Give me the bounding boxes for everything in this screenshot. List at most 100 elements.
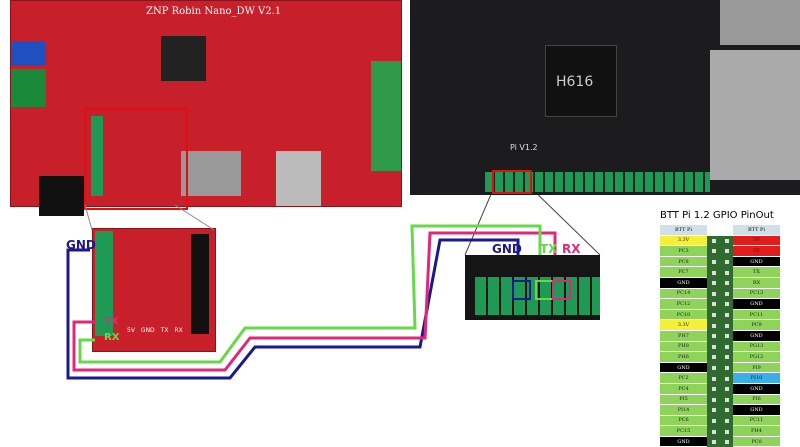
btt-pi-board: H616 Pi V1.2 <box>410 0 800 195</box>
pinout-row: PC12 GND <box>660 299 780 310</box>
pin <box>711 260 716 265</box>
uart-highlight <box>492 170 532 194</box>
pinout-title: BTT Pi 1.2 GPIO PinOut <box>660 210 774 221</box>
pin <box>724 323 729 328</box>
pinout-row: PC8 GND <box>660 256 780 268</box>
pinout-header: BTT Pi BTT Pi <box>660 225 780 236</box>
pin-pair <box>707 415 733 427</box>
board-version: Pi V1.2 <box>510 143 538 152</box>
gnd-pin-box <box>512 280 531 300</box>
tx-wire <box>72 231 557 372</box>
pin <box>711 249 716 254</box>
pin <box>711 281 716 286</box>
j17-labels: 5V GND TX RX <box>127 327 183 334</box>
pin <box>711 440 716 445</box>
pin-pair <box>707 405 733 416</box>
pin-left-label: GND <box>660 436 707 447</box>
pin <box>724 249 729 254</box>
pinout-row: PC2 PI10 <box>660 373 780 384</box>
pin-pair <box>707 256 733 268</box>
pin-pair <box>707 394 733 406</box>
pin-left-label: PC10 <box>660 309 707 321</box>
label-5v: 5V <box>127 327 135 334</box>
pin-left-label: PC12 <box>660 299 707 310</box>
pin-left-label: PC14 <box>660 288 707 300</box>
pin-right-label: PC11 <box>733 415 780 427</box>
pin <box>724 429 729 434</box>
pin <box>724 418 729 423</box>
pin-right-label: GND <box>733 256 780 268</box>
soc-chip: H616 <box>545 45 617 117</box>
col-header-right: BTT Pi <box>733 225 780 236</box>
pinout-row: PH6 PG12 <box>660 352 780 363</box>
driver-socket-highlight <box>84 108 188 210</box>
pinout-row: PC3 5V <box>660 246 780 257</box>
pin-right-label: PG13 <box>733 341 780 353</box>
pin-pair <box>707 362 733 374</box>
pinout-row: PC6 PC11 <box>660 415 780 427</box>
pinout-row: PH7 GND <box>660 330 780 342</box>
pin-right-label: PC13 <box>733 288 780 300</box>
pin <box>724 387 729 392</box>
pinout-row: PI14 GND <box>660 405 780 416</box>
pin-right-label: PH4 <box>733 426 780 437</box>
pin <box>724 440 729 445</box>
pin-pair <box>707 426 733 437</box>
pin-right-label: PC0 <box>733 436 780 447</box>
pin-left-label: PC4 <box>660 383 707 395</box>
pin-left-label: PC6 <box>660 415 707 427</box>
pinout-row: PC4 GND <box>660 383 780 395</box>
pin <box>711 429 716 434</box>
pin-left-label: PI14 <box>660 405 707 416</box>
pin <box>711 238 716 243</box>
pin <box>711 334 716 339</box>
pin <box>724 366 729 371</box>
pin-left-label: PC3 <box>660 246 707 257</box>
pin-left-label: PI5 <box>660 394 707 406</box>
label-rx: RX <box>174 327 183 334</box>
robin-nano-board: ZNP Robin Nano_DW V2.1 <box>10 0 402 216</box>
pin-right-label: PC11 <box>733 309 780 321</box>
pin <box>724 260 729 265</box>
pin-left-label: PH8 <box>660 341 707 353</box>
pin <box>711 387 716 392</box>
usb-port <box>276 151 321 206</box>
pin <box>711 366 716 371</box>
pin <box>724 408 729 413</box>
pin-pair <box>707 436 733 447</box>
pinout-row: PC7 TX <box>660 267 780 278</box>
pinout-row: 3.3V PC9 <box>660 320 780 331</box>
mcu-chip <box>161 36 206 81</box>
pin-right-label: TX <box>733 267 780 278</box>
pin-left-label: PC2 <box>660 373 707 384</box>
pin <box>724 344 729 349</box>
pin-pair <box>707 246 733 257</box>
pin-left-label: PH6 <box>660 352 707 363</box>
pin-left-label: GND <box>660 277 707 289</box>
pin-left-label: PC8 <box>660 256 707 268</box>
pin-left-label: PC7 <box>660 267 707 278</box>
pin-right-label: PI9 <box>733 362 780 374</box>
pin-right-label: PC9 <box>733 320 780 331</box>
pin <box>724 355 729 360</box>
pin <box>724 302 729 307</box>
pin <box>724 238 729 243</box>
pin-left-label: 3.3V <box>660 320 707 331</box>
rx-wire <box>78 224 542 364</box>
pinout-row: 3.3V 5V <box>660 235 780 247</box>
pin-right-label: GND <box>733 383 780 395</box>
pin-right-label: 5V <box>733 235 780 247</box>
chip-label: H616 <box>556 74 594 90</box>
gnd-wire <box>66 238 520 380</box>
pin-pair <box>707 330 733 342</box>
pin-right-label: RX <box>733 277 780 289</box>
pin <box>724 270 729 275</box>
pin <box>711 397 716 402</box>
terminal-block <box>371 61 401 171</box>
pin <box>711 344 716 349</box>
tx-label-right: TX <box>540 242 558 256</box>
col-header-left: BTT Pi <box>660 225 707 236</box>
pin <box>724 291 729 296</box>
pin <box>711 291 716 296</box>
